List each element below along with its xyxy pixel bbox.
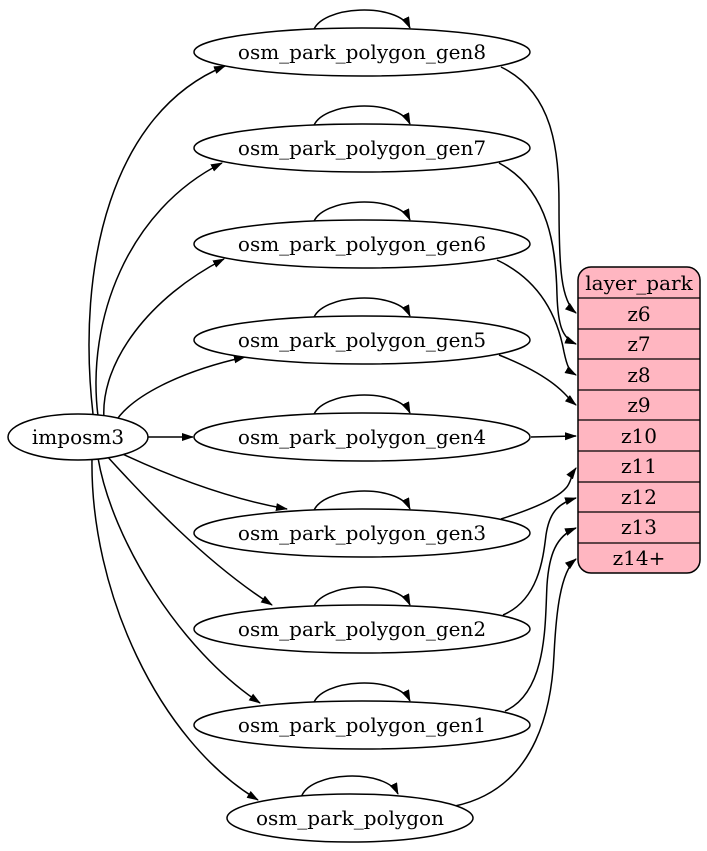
node-osm-park-polygon-label: osm_park_polygon [256, 806, 444, 830]
layer-park-row-z13: z13 [621, 515, 657, 539]
self-loop-osm-park-polygon-gen7 [312, 105, 411, 129]
edge-imposm3-to-osm-park-polygon-gen3 [113, 449, 288, 512]
edge-osm-park-polygon-gen7-to-z7 [498, 162, 577, 345]
edge-imposm3-to-osm-park-polygon-gen8 [88, 65, 226, 415]
node-osm-park-polygon-gen3-shape [193, 508, 531, 558]
edge-imposm3-to-osm-park-polygon [91, 458, 259, 801]
layer-park-row-z6: z6 [627, 302, 650, 326]
node-osm-park-polygon-gen3: osm_park_polygon_gen3 [193, 508, 531, 558]
self-loop-osm-park-polygon-gen2 [312, 586, 411, 610]
node-osm-park-polygon-gen8-shape [193, 27, 531, 77]
self-loop-osm-park-polygon-gen6 [312, 201, 411, 225]
node-layer-park: layer_park z6 z7 z8 z9 z10 z11 z12 z13 z… [577, 266, 701, 574]
edge-osm-park-polygon-gen5-to-z9 [498, 354, 577, 406]
layer-park-row-z7: z7 [627, 332, 650, 356]
node-imposm3-label: imposm3 [32, 425, 124, 449]
node-osm-park-polygon-gen5: osm_park_polygon_gen5 [193, 315, 531, 365]
edges-to-layer [454, 66, 577, 807]
node-osm-park-polygon-gen6: osm_park_polygon_gen6 [193, 219, 531, 269]
edge-imposm3-to-osm-park-polygon-gen2 [104, 453, 273, 606]
layer-park-row-z11: z11 [621, 454, 657, 478]
node-osm-park-polygon-gen2: osm_park_polygon_gen2 [193, 604, 531, 654]
node-osm-park-polygon-gen2-shape [193, 604, 531, 654]
self-loop-osm-park-polygon-gen5 [312, 297, 411, 321]
node-osm-park-polygon-gen8: osm_park_polygon_gen8 [193, 27, 531, 77]
node-osm-park-polygon-gen7-label: osm_park_polygon_gen7 [238, 136, 486, 160]
node-imposm3: imposm3 [7, 413, 149, 461]
node-osm-park-polygon-gen8-label: osm_park_polygon_gen8 [238, 40, 486, 64]
node-osm-park-polygon-gen5-label: osm_park_polygon_gen5 [238, 328, 486, 352]
self-loop-osm-park-polygon-gen4 [312, 394, 411, 418]
layer-park-header: layer_park [585, 271, 693, 295]
edge-imposm3-to-osm-park-polygon-gen1 [97, 457, 261, 704]
edge-osm-park-polygon-gen3-to-z11 [500, 467, 577, 520]
edge-osm-park-polygon-gen8-to-z6 [500, 66, 577, 314]
node-osm-park-polygon: osm_park_polygon [226, 793, 474, 843]
node-osm-park-polygon-gen4: osm_park_polygon_gen4 [193, 412, 531, 462]
node-osm-park-polygon-gen5-shape [193, 315, 531, 365]
layer-park-row-z8: z8 [627, 363, 650, 387]
node-osm-park-polygon-gen7: osm_park_polygon_gen7 [193, 123, 531, 173]
node-osm-park-polygon-shape [226, 793, 474, 843]
node-osm-park-polygon-gen4-label: osm_park_polygon_gen4 [238, 425, 486, 449]
self-loop-edges [300, 9, 411, 799]
edge-imposm3-to-osm-park-polygon-gen6 [103, 258, 225, 420]
layer-park-row-z10: z10 [621, 424, 657, 448]
self-loop-osm-park-polygon-gen1 [312, 682, 411, 706]
edge-osm-park-polygon-gen1-to-z13 [504, 527, 577, 712]
node-imposm3-shape [7, 413, 149, 461]
node-osm-park-polygon-gen6-shape [193, 219, 531, 269]
edge-osm-park-polygon-gen2-to-z12 [502, 497, 577, 616]
layer-park-row-z12: z12 [621, 485, 657, 509]
node-osm-park-polygon-gen4-shape [193, 412, 531, 462]
node-osm-park-polygon-gen6-label: osm_park_polygon_gen6 [238, 232, 486, 256]
self-loop-osm-park-polygon-gen8 [312, 9, 411, 33]
edge-osm-park-polygon-to-z14plus [454, 558, 577, 807]
edge-osm-park-polygon-gen4-to-z10 [530, 432, 577, 441]
layer-park-row-z9: z9 [627, 393, 650, 417]
node-osm-park-polygon-gen2-label: osm_park_polygon_gen2 [238, 617, 486, 641]
edges-from-source [88, 65, 288, 801]
edge-osm-park-polygon-gen6-to-z8 [496, 259, 577, 376]
node-osm-park-polygon-gen1-shape [193, 700, 531, 750]
edge-imposm3-to-osm-park-polygon-gen7 [95, 162, 223, 417]
layer-park-row-z14plus: z14+ [613, 546, 666, 570]
node-osm-park-polygon-gen3-label: osm_park_polygon_gen3 [238, 521, 486, 545]
node-osm-park-polygon-gen1: osm_park_polygon_gen1 [193, 700, 531, 750]
self-loop-osm-park-polygon [300, 775, 399, 799]
node-osm-park-polygon-gen1-label: osm_park_polygon_gen1 [238, 713, 486, 737]
node-osm-park-polygon-gen7-shape [193, 123, 531, 173]
self-loop-osm-park-polygon-gen3 [312, 490, 411, 514]
edge-imposm3-to-osm-park-polygon-gen5 [113, 355, 246, 425]
